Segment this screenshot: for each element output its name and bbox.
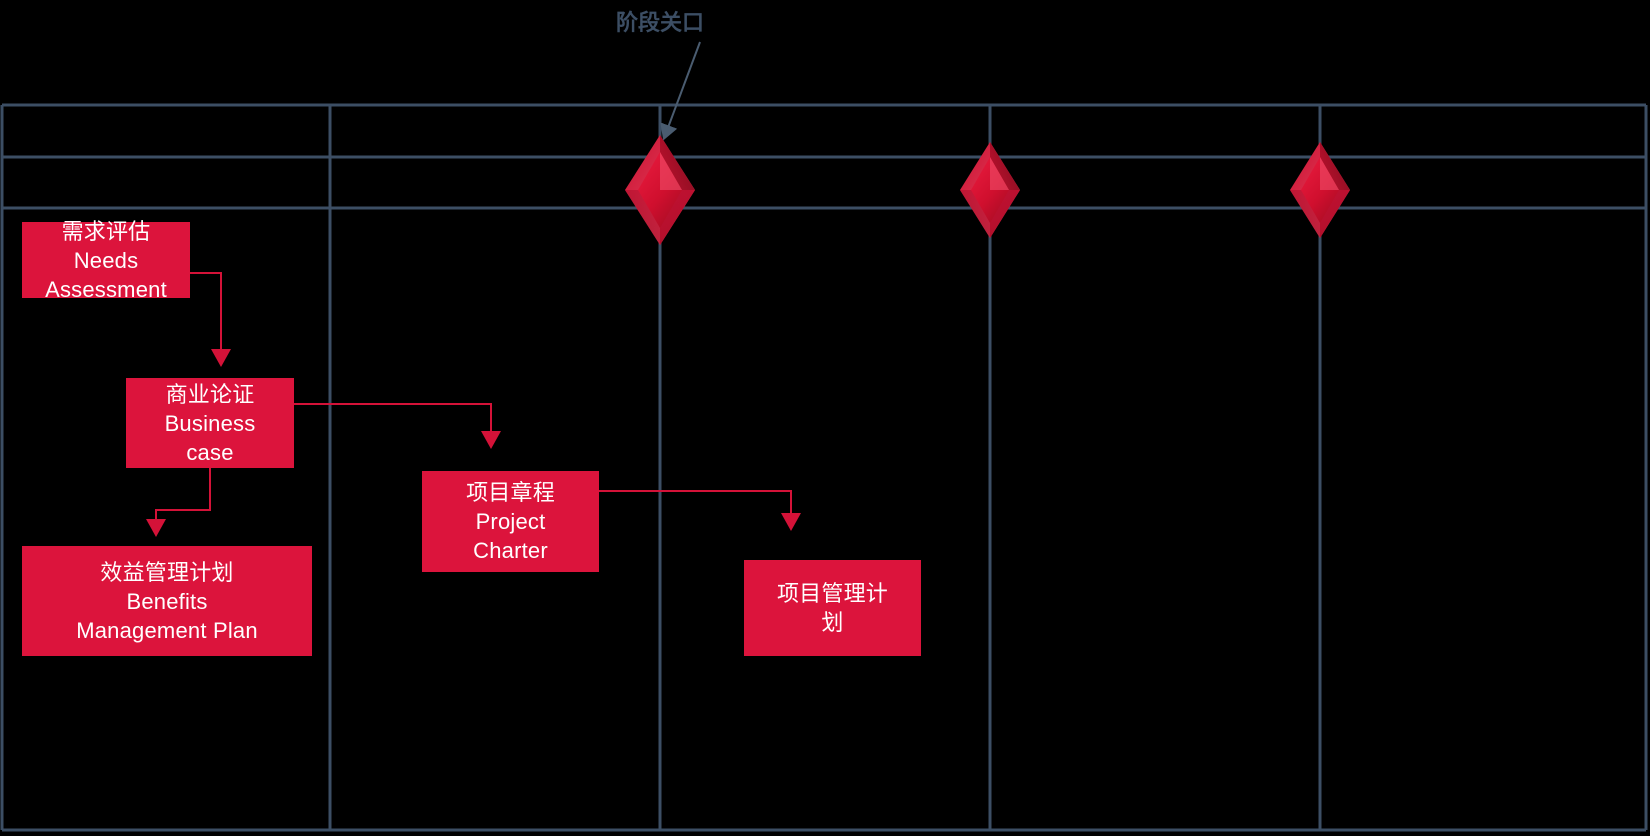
phase-gate-3[interactable]: [1290, 142, 1350, 238]
phase-gate-2-highlight: [990, 157, 1009, 190]
gate-callout-arrow: [660, 41, 701, 141]
connector-needs-to-business: [190, 272, 231, 367]
node-project-management-plan[interactable]: 项目管理计 划: [744, 560, 921, 656]
phase-gate-2[interactable]: [960, 142, 1020, 238]
phase-gate-1[interactable]: [625, 135, 695, 245]
phase-gate-3-highlight: [1320, 157, 1339, 190]
grid-vertical-lines: [0, 105, 1648, 830]
connector-business-to-benefits: [146, 468, 211, 537]
node-benefits-management-plan[interactable]: 效益管理计划 Benefits Management Plan: [22, 546, 312, 656]
phase-gate-callout-label: 阶段关口: [616, 10, 705, 35]
node-project-charter[interactable]: 项目章程 Project Charter: [422, 471, 599, 572]
connector-charter-to-pm-plan: [570, 490, 801, 531]
phase-gate-1-highlight: [660, 152, 682, 190]
connector-business-to-charter: [293, 403, 501, 449]
node-business-case[interactable]: 商业论证 Business case: [126, 378, 294, 468]
grid-horizontal-lines: [2, 103, 1646, 832]
node-needs-assessment[interactable]: 需求评估 Needs Assessment: [22, 219, 190, 302]
